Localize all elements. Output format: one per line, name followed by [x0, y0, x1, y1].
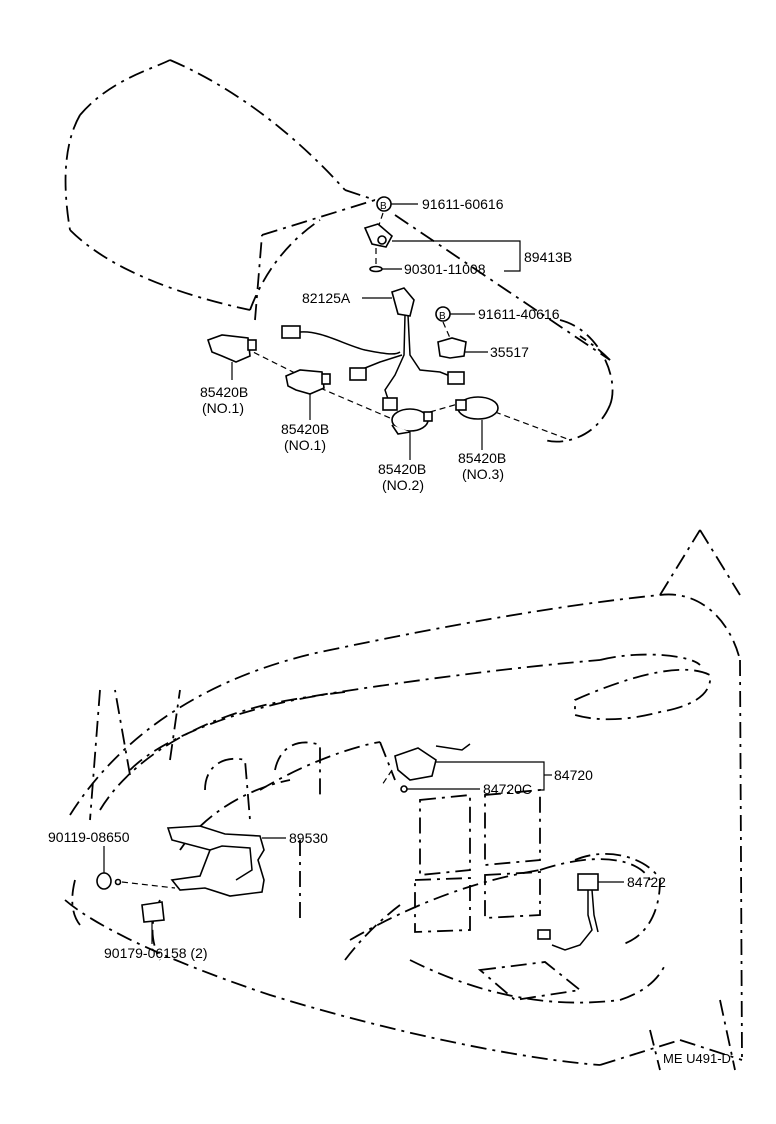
wire-harness-82125A: [281, 287, 465, 411]
bolt-letter-2: B: [439, 311, 446, 322]
label-90119-08650: 90119-08650: [48, 829, 130, 845]
bolt-90119-08650: [96, 872, 176, 890]
clip-90179-06158: [141, 901, 165, 923]
label-no1-center: (NO.1): [284, 437, 326, 453]
clip-84720C: [400, 785, 408, 793]
top-body-outline: [64, 59, 614, 443]
solenoid-85420B-no2: [391, 408, 433, 435]
sensor-89413B: [363, 223, 394, 248]
bottom-lead-lines: [103, 761, 624, 944]
bolt-91611-60616: B: [376, 196, 392, 212]
dashboard-outline: [64, 529, 743, 1071]
connector-84720: [381, 743, 471, 786]
o-ring-90301-11008: [369, 265, 383, 273]
label-85420B-no3: 85420B: [458, 450, 506, 466]
bracket-89530: [166, 825, 265, 897]
label-89530: 89530: [289, 830, 328, 846]
label-84722: 84722: [627, 874, 666, 890]
label-85420B-no2: 85420B: [378, 461, 426, 477]
label-no2: (NO.2): [382, 477, 424, 493]
label-84720: 84720: [554, 767, 593, 783]
label-85420B-no1-left: 85420B: [200, 384, 248, 400]
label-no3: (NO.3): [462, 466, 504, 482]
solenoid-85420B-no1-left: [206, 334, 257, 363]
label-84720C: 84720C: [483, 781, 532, 797]
label-91611-60616: 91611-60616: [422, 196, 504, 212]
reference-code: ME U491-D: [663, 1051, 731, 1066]
bolt-letter-1: B: [380, 201, 387, 212]
label-82125A: 82125A: [302, 290, 351, 306]
label-91611-40616: 91611-40616: [478, 306, 560, 322]
bolt-91611-40616: B: [435, 306, 451, 322]
sensor-84722: [537, 873, 599, 951]
label-85420B-no1-center: 85420B: [281, 421, 329, 437]
solenoid-85420B-no1-center: [285, 369, 331, 395]
label-35517: 35517: [490, 344, 529, 360]
top-lead-lines: [231, 203, 521, 460]
label-90179-06158: 90179-06158 (2): [104, 945, 208, 961]
label-90301-11008: 90301-11008: [404, 261, 486, 277]
label-89413B: 89413B: [524, 249, 572, 265]
clamp-35517: [437, 337, 467, 359]
label-no1-left: (NO.1): [202, 400, 244, 416]
solenoid-85420B-no3: [455, 396, 499, 420]
